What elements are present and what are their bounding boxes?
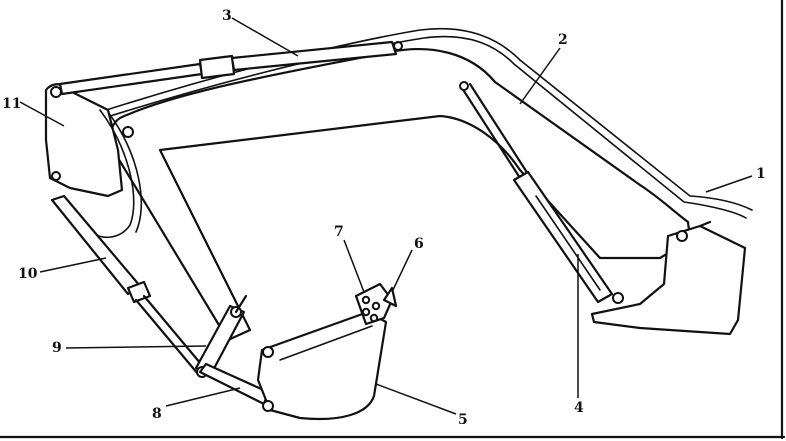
label-5: 5: [458, 412, 468, 428]
linkage: [194, 294, 270, 406]
label-2: 2: [558, 32, 568, 48]
leader-lines: [19, 17, 753, 415]
bucket-pin-upper: [262, 346, 274, 358]
boom-base-pin-lower: [612, 292, 624, 304]
boom-cylinder: [459, 81, 614, 304]
label-8: 8: [152, 406, 162, 422]
boom-cylinder-rod-pin: [459, 81, 469, 91]
bucket-pin-lower: [262, 400, 274, 412]
boom-root-pin: [122, 126, 134, 138]
stick-top-pin: [50, 86, 62, 98]
label-11: 11: [2, 96, 21, 112]
boom-base: [590, 220, 747, 336]
stick-cylinder: [58, 40, 398, 96]
label-3: 3: [222, 8, 232, 24]
stick: [44, 83, 142, 239]
label-1: 1: [756, 166, 766, 182]
label-7: 7: [334, 224, 344, 240]
boom-hoses: [99, 28, 753, 219]
label-4: 4: [574, 400, 584, 416]
label-10: 10: [18, 266, 38, 282]
label-9: 9: [52, 340, 62, 356]
bucket: [256, 282, 398, 421]
boom-base-pin-upper: [676, 230, 688, 242]
boom: [109, 41, 692, 342]
label-6: 6: [414, 236, 424, 252]
stick-bottom-pin: [51, 171, 61, 181]
bucket-cylinder: [50, 194, 208, 376]
